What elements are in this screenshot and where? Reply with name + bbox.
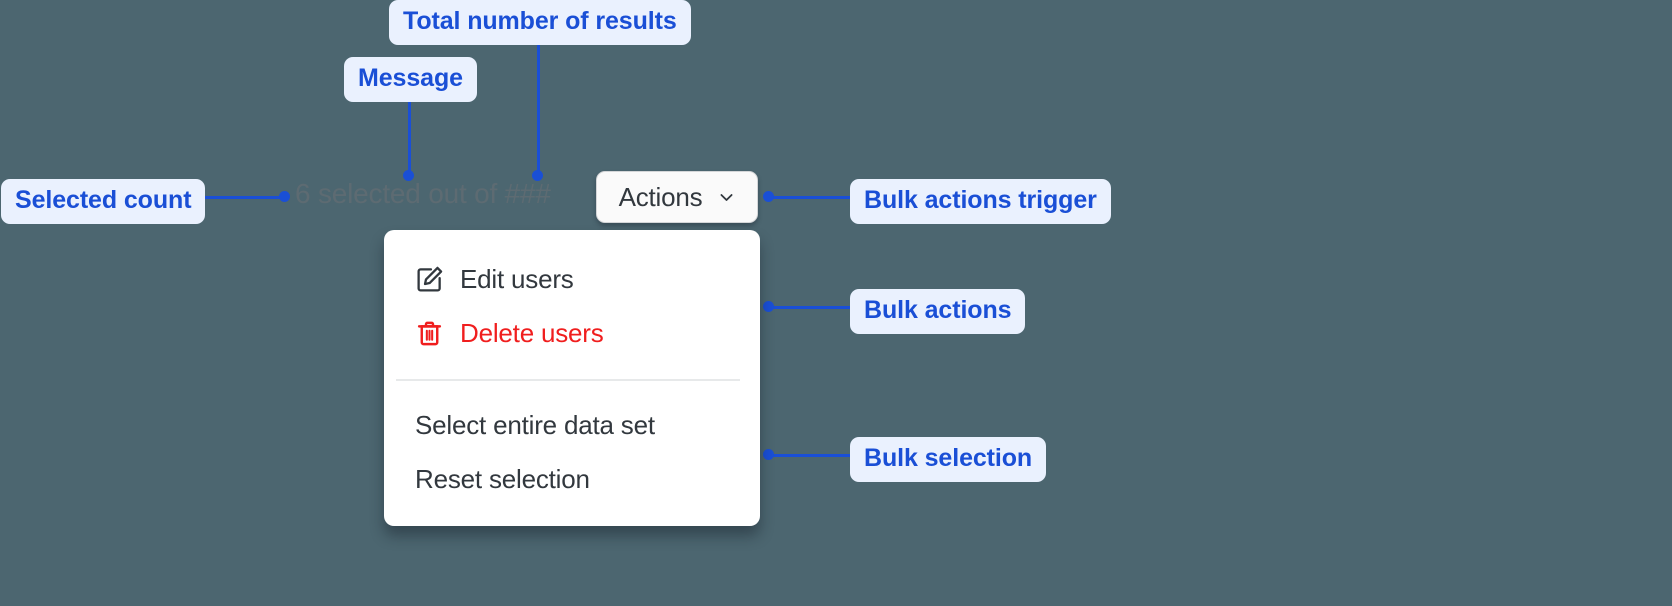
selection-status-message: 6 selected out of ### — [295, 178, 551, 209]
annotation-bulk-actions-trigger: Bulk actions trigger — [850, 179, 1111, 224]
leader-dot-bulk-selection — [763, 449, 774, 460]
annotation-bulk-selection: Bulk selection — [850, 437, 1047, 482]
menu-divider — [396, 379, 740, 381]
leader-dot-bulk-actions-trigger — [763, 191, 774, 202]
menu-item-delete-users[interactable]: Delete users — [384, 306, 760, 360]
bulk-actions-menu[interactable]: Edit users Delete users Select entire da… — [384, 230, 760, 526]
leader-dot-total-results — [532, 170, 543, 181]
leader-dot-selected-count — [279, 191, 290, 202]
edit-pencil-icon — [414, 264, 444, 294]
leader-line-total-results — [537, 40, 540, 176]
menu-item-reset-selection[interactable]: Reset selection — [384, 452, 760, 506]
leader-line-bulk-actions-trigger — [768, 196, 852, 199]
menu-item-label: Delete users — [460, 318, 604, 348]
leader-line-message — [408, 92, 411, 176]
annotation-total-number-of-results: Total number of results — [389, 0, 691, 45]
annotation-selected-count: Selected count — [1, 179, 206, 224]
leader-line-bulk-selection — [768, 454, 852, 457]
chevron-down-icon — [718, 189, 735, 206]
bulk-actions-trigger-label: Actions — [618, 182, 703, 212]
menu-item-label: Edit users — [460, 264, 574, 294]
menu-item-select-entire-data-set[interactable]: Select entire data set — [384, 398, 760, 452]
leader-line-selected-count — [201, 196, 287, 199]
leader-dot-bulk-actions — [763, 301, 774, 312]
menu-item-label: Select entire data set — [415, 410, 655, 440]
trash-icon — [414, 318, 444, 348]
leader-dot-message — [403, 170, 414, 181]
menu-item-edit-users[interactable]: Edit users — [384, 252, 760, 306]
annotation-bulk-actions: Bulk actions — [850, 289, 1026, 334]
leader-line-bulk-actions — [768, 306, 852, 309]
menu-item-label: Reset selection — [415, 464, 590, 494]
bulk-actions-trigger-button[interactable]: Actions — [596, 171, 758, 223]
annotation-message: Message — [344, 57, 477, 102]
